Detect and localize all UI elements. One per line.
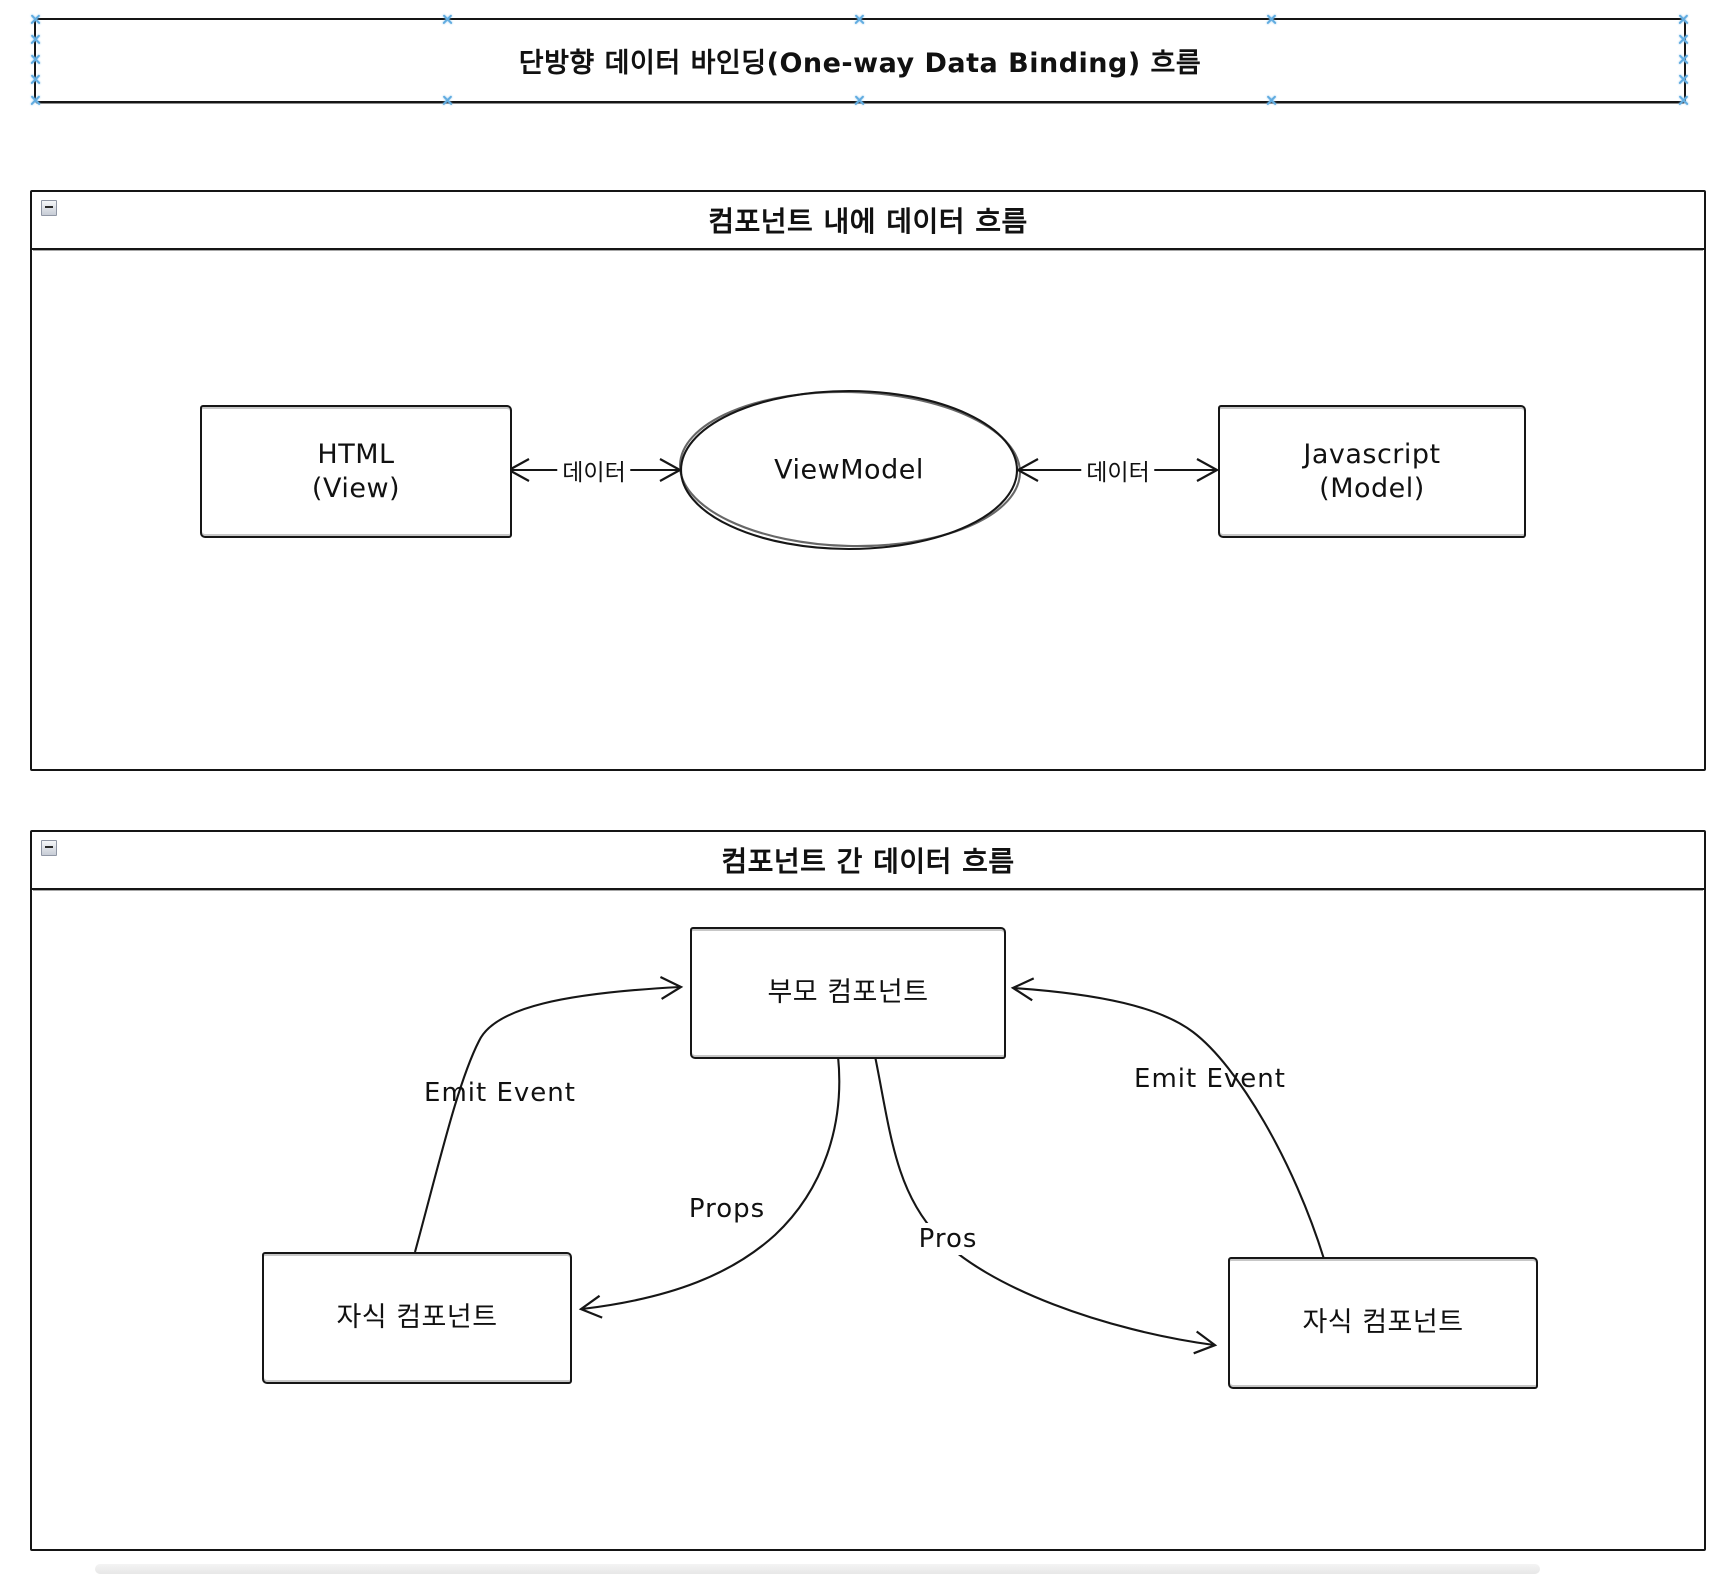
arrow-props-left[interactable] [578,1055,841,1319]
node-child-component-right[interactable]: 자식 컴포넌트 [1228,1257,1538,1389]
selection-handle[interactable] [1678,54,1689,65]
offscreen-shape-edge [95,1564,1540,1574]
arrow-props-right[interactable] [873,1055,1218,1355]
group-between-flow-body: 부모 컴포넌트 자식 컴포넌트 자식 컴포넌트 Emit Event Emit … [32,890,1704,1547]
selection-handle[interactable] [1678,34,1689,45]
selection-handle[interactable] [854,95,865,106]
between-flow-edges-layer [413,976,1326,1355]
node-javascript-model[interactable]: Javascript (Model) [1218,405,1526,538]
node-html-view[interactable]: HTML (View) [200,405,512,538]
edge-label-props: Props [683,1193,771,1225]
viewmodel-label: ViewModel [774,454,924,486]
group-inner-flow-body: HTML (View) ViewModel Javascript (Model)… [32,250,1704,765]
diagram-title: 단방향 데이터 바인딩(One-way Data Binding) 흐름 [518,48,1202,79]
minus-icon [45,206,53,208]
selection-handle[interactable] [442,95,453,106]
selection-handle[interactable] [1678,95,1689,106]
node-child-right-label: 자식 컴포넌트 [1302,1307,1464,1338]
edge-label-data-left: 데이터 [557,452,631,488]
selection-handle[interactable] [442,14,453,25]
group-inner-flow: 컴포넌트 내에 데이터 흐름 HTML (View) View [30,190,1706,771]
selection-handle[interactable] [30,95,41,106]
selection-handle[interactable] [1266,14,1277,25]
selection-handle[interactable] [30,74,41,85]
selection-handle[interactable] [30,34,41,45]
selection-handle[interactable] [30,54,41,65]
collapse-button[interactable] [41,840,57,856]
edge-label-data-right: 데이터 [1081,452,1155,488]
diagram-title-box[interactable]: 단방향 데이터 바인딩(One-way Data Binding) 흐름 [34,18,1686,103]
node-html-view-line1: HTML [317,438,395,470]
node-javascript-model-line1: Javascript [1303,438,1441,470]
selection-handle[interactable] [1266,95,1277,106]
group-between-flow-header: 컴포넌트 간 데이터 흐름 [32,832,1704,890]
arrow-emit-left[interactable] [413,976,684,1253]
node-parent-component[interactable]: 부모 컴포넌트 [690,927,1006,1059]
node-parent-label: 부모 컴포넌트 [767,977,929,1008]
node-child-component-left[interactable]: 자식 컴포넌트 [262,1252,572,1384]
minus-icon [45,846,53,848]
selection-handle[interactable] [1678,74,1689,85]
edge-label-pros: Pros [913,1223,983,1255]
group-between-flow: 컴포넌트 간 데이터 흐름 부모 컴포넌트 자식 컴포넌트 자식 컴포넌트 [30,830,1706,1551]
group-inner-flow-header: 컴포넌트 내에 데이터 흐름 [32,192,1704,250]
node-javascript-model-line2: (Model) [1319,472,1425,504]
group-inner-flow-title: 컴포넌트 내에 데이터 흐름 [708,205,1028,238]
edge-label-emit-left: Emit Event [424,1078,576,1108]
selection-handle[interactable] [30,14,41,25]
node-child-left-label: 자식 컴포넌트 [336,1302,498,1333]
collapse-button[interactable] [41,200,57,216]
selection-handle[interactable] [1678,14,1689,25]
selection-handle[interactable] [854,14,865,25]
edge-label-emit-right: Emit Event [1134,1064,1286,1094]
group-between-flow-title: 컴포넌트 간 데이터 흐름 [721,845,1015,878]
node-html-view-line2: (View) [311,472,401,504]
arrow-emit-right[interactable] [1010,977,1326,1260]
